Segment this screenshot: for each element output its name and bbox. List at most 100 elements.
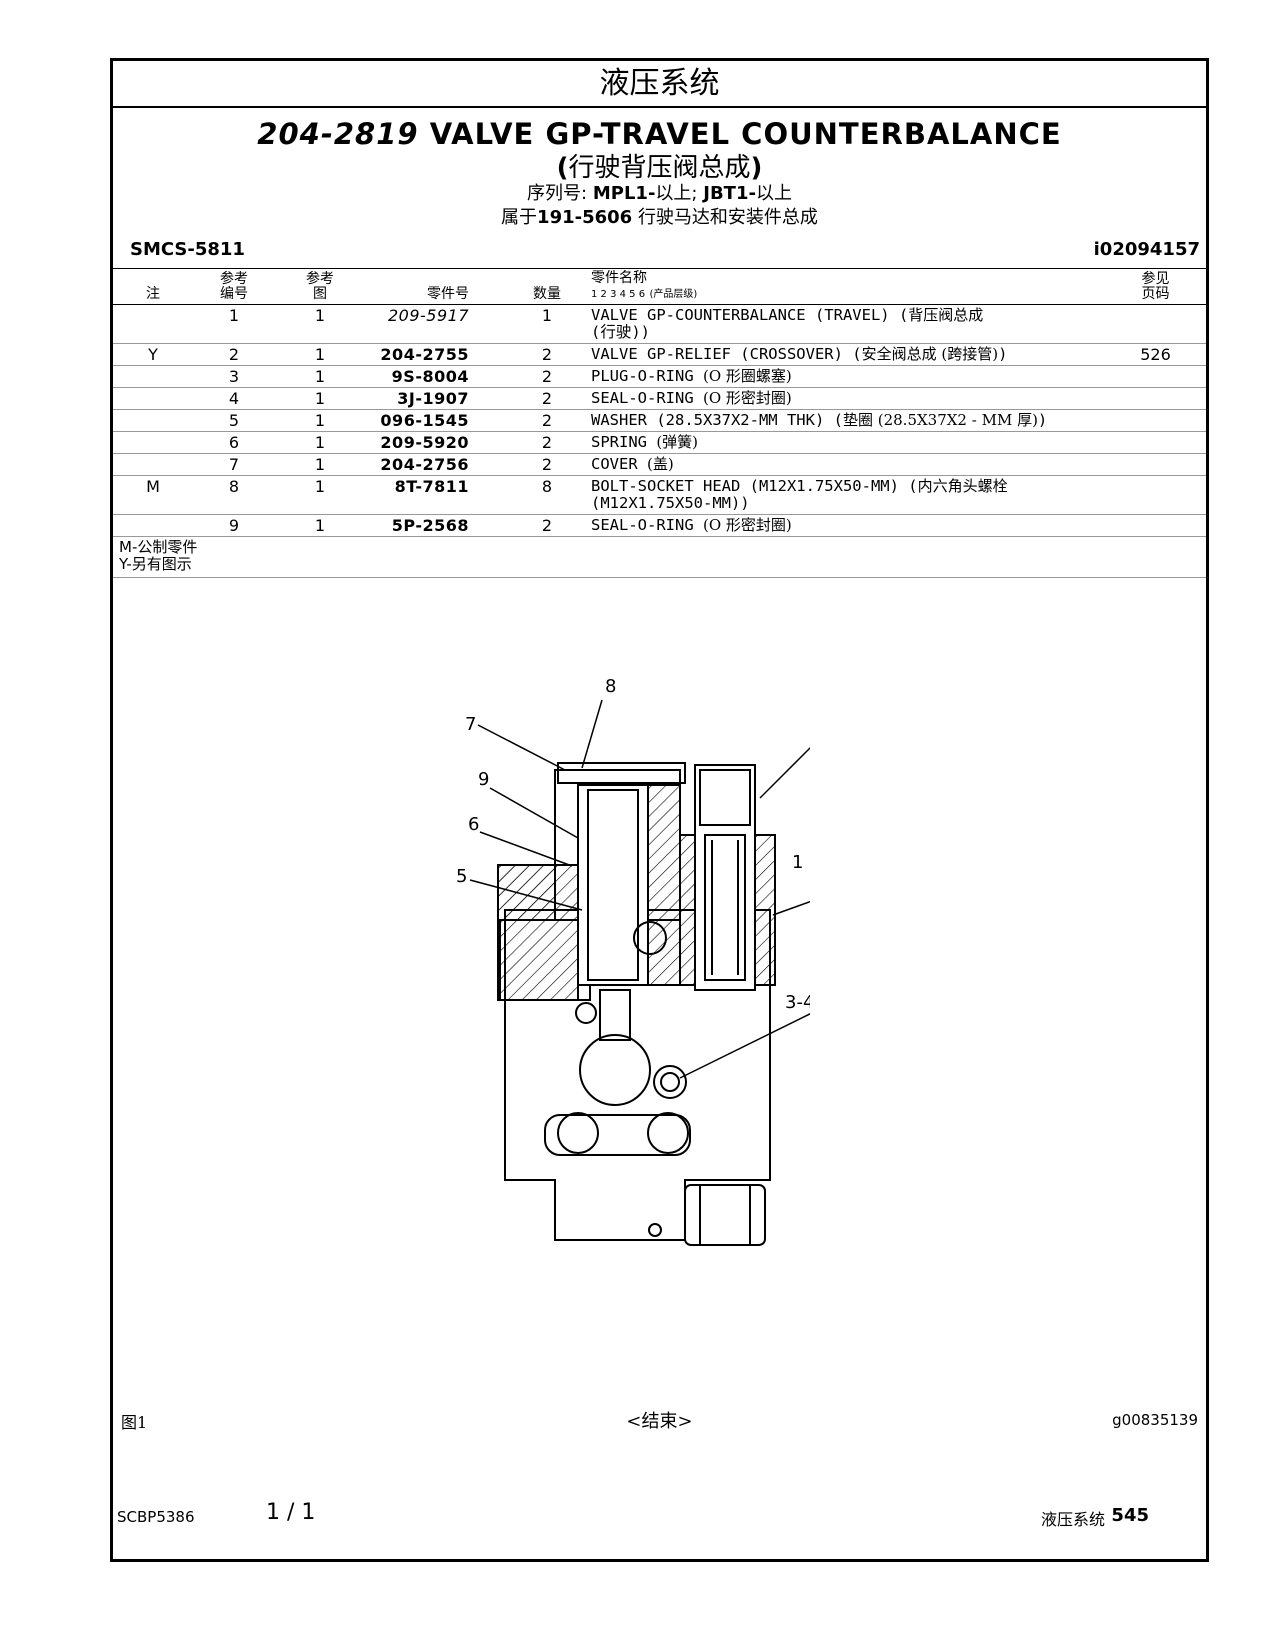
- callout-label: 3-4: [785, 992, 810, 1013]
- part-number: 9S-8004: [365, 365, 507, 388]
- part-ref-number: 8: [193, 475, 275, 515]
- callout-labels: 8 7 2 9 6 1 5 3-4: [456, 676, 810, 1013]
- part-quantity: 8: [507, 475, 587, 515]
- col-part-no: 零件号: [365, 268, 507, 305]
- part-ref-figure: 1: [275, 304, 365, 344]
- part-see-page: [1105, 304, 1206, 344]
- col-ref-no: 参考编号: [193, 268, 275, 305]
- part-quantity: 2: [507, 365, 587, 388]
- part-see-page: [1105, 514, 1206, 537]
- end-marker: <结束>: [626, 1411, 693, 1432]
- part-quantity: 2: [507, 387, 587, 410]
- assembly-title-cn: (行驶背压阀总成): [556, 153, 763, 183]
- part-quantity: 2: [507, 343, 587, 366]
- callout-label: 1: [792, 852, 803, 873]
- part-note: [113, 304, 193, 344]
- part-name: SPRING (弹簧): [587, 431, 1105, 454]
- part-ref-figure: 1: [275, 409, 365, 432]
- part-see-page: [1105, 431, 1206, 454]
- part-note: [113, 387, 193, 410]
- part-number: 5P-2568: [365, 514, 507, 537]
- assembly-name: VALVE GP-TRAVEL COUNTERBALANCE: [429, 117, 1062, 151]
- callout-label: 5: [456, 866, 467, 887]
- part-see-page: [1105, 409, 1206, 432]
- part-name: SEAL-O-RING (O 形密封圈): [587, 387, 1105, 410]
- part-ref-number: 2: [193, 343, 275, 366]
- part-ref-number: 4: [193, 387, 275, 410]
- page-frame: 液压系统 204-2819 VALVE GP-TRAVEL COUNTERBAL…: [110, 58, 1209, 1562]
- part-note: Y: [113, 343, 193, 366]
- part-quantity: 2: [507, 453, 587, 476]
- part-note: [113, 431, 193, 454]
- part-quantity: 1: [507, 304, 587, 344]
- part-name: COVER (盖): [587, 453, 1105, 476]
- part-note: M: [113, 475, 193, 515]
- part-ref-number: 5: [193, 409, 275, 432]
- part-ref-number: 7: [193, 453, 275, 476]
- part-ref-figure: 1: [275, 365, 365, 388]
- col-qty: 数量: [507, 268, 587, 305]
- section-header: 液压系统: [113, 61, 1206, 108]
- valve-body: [497, 762, 776, 1246]
- legend-rule: [113, 577, 1206, 578]
- part-number: 209-5917: [365, 304, 507, 344]
- part-see-page: 526: [1105, 343, 1206, 366]
- part-number: 096-1545: [365, 409, 507, 432]
- part-ref-number: 3: [193, 365, 275, 388]
- part-quantity: 2: [507, 514, 587, 537]
- part-note: [113, 365, 193, 388]
- part-number: 3J-1907: [365, 387, 507, 410]
- serial-range: 序列号: MPL1-以上; JBT1-以上: [527, 183, 792, 204]
- footer-page-number: 545: [1111, 1505, 1149, 1526]
- part-ref-figure: 1: [275, 514, 365, 537]
- part-number: 204-2756: [365, 453, 507, 476]
- part-note: [113, 409, 193, 432]
- part-name: VALVE GP-RELIEF (CROSSOVER) (安全阀总成 (跨接管)…: [587, 343, 1105, 366]
- callout-label: 9: [478, 769, 489, 790]
- legend-item: M-公制零件: [119, 538, 198, 556]
- parent-assembly: 属于191-5606 行驶马达和安装件总成: [501, 207, 818, 228]
- part-ref-number: 1: [193, 304, 275, 344]
- callout-label: 8: [605, 676, 616, 697]
- footer-section: 液压系统: [1040, 1510, 1105, 1529]
- part-see-page: [1105, 475, 1206, 515]
- part-ref-figure: 1: [275, 475, 365, 515]
- graphic-id: g00835139: [1112, 1411, 1198, 1429]
- part-see-page: [1105, 365, 1206, 388]
- part-quantity: 2: [507, 409, 587, 432]
- assembly-part-number: 204-2819: [257, 117, 419, 151]
- part-see-page: [1105, 453, 1206, 476]
- part-name: VALVE GP-COUNTERBALANCE (TRAVEL) (背压阀总成(…: [587, 304, 1105, 344]
- footer-doc-id: SCBP5386: [117, 1508, 195, 1526]
- col-ref-fig: 参考图: [275, 268, 365, 305]
- part-name: BOLT-SOCKET HEAD (M12X1.75X50-MM) (内六角头螺…: [587, 475, 1105, 515]
- part-ref-number: 9: [193, 514, 275, 537]
- part-number: 204-2755: [365, 343, 507, 366]
- figure-label: 图1: [121, 1413, 148, 1432]
- part-see-page: [1105, 387, 1206, 410]
- part-name: WASHER (28.5X37X2-MM THK) (垫圈 (28.5X37X2…: [587, 409, 1105, 432]
- section-title: 液压系统: [599, 66, 720, 101]
- smcs-code: SMCS-5811: [130, 239, 245, 260]
- assembly-name-cn: 行驶背压阀总成: [568, 153, 751, 183]
- legend: M-公制零件 Y-另有图示: [119, 539, 197, 573]
- footer-page-count: 1 / 1: [266, 1500, 316, 1525]
- part-number: 8T-7811: [365, 475, 507, 515]
- col-note: 注: [113, 268, 193, 305]
- document-id: i02094157: [1093, 239, 1200, 260]
- part-note: [113, 453, 193, 476]
- part-name: SEAL-O-RING (O 形密封圈): [587, 514, 1105, 537]
- part-quantity: 2: [507, 431, 587, 454]
